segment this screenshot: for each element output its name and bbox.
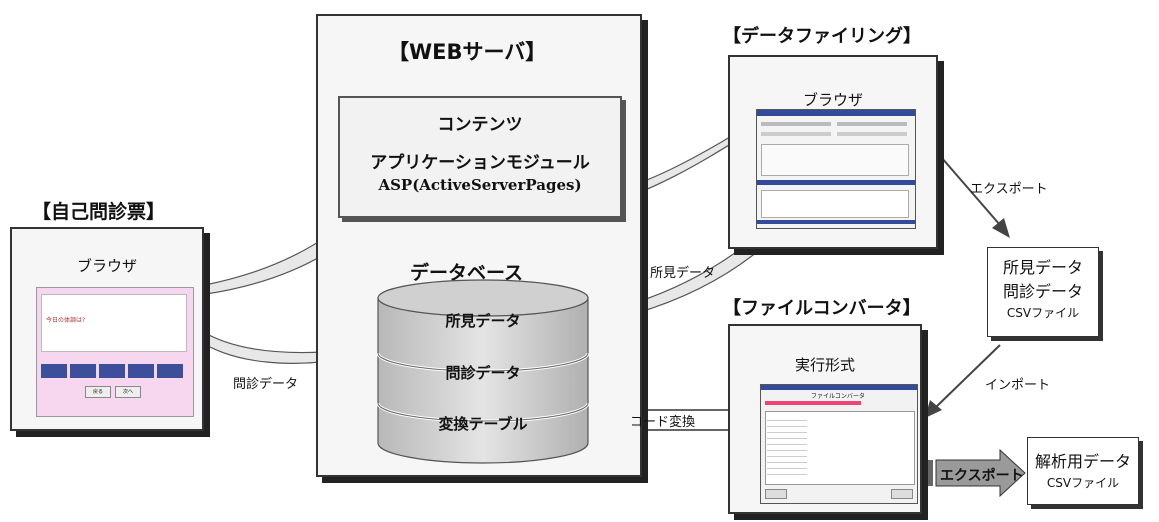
data-filing-title: 【データファイリング】 [723, 26, 921, 47]
web-server-panel: 【WEBサーバ】 コンテンツ アプリケーションモジュール ASP(ActiveS… [316, 14, 642, 477]
questionnaire-browser-label: ブラウザ [76, 257, 137, 275]
csv-doc-line3: CSVファイル [1006, 306, 1080, 320]
question-text: 今日の体調は? [46, 317, 86, 324]
analysis-doc-line1: 解析用データ [1034, 452, 1131, 471]
export-bottom-label: エクスポート [940, 468, 1024, 484]
csv-doc-line2: 問診データ [1002, 282, 1083, 301]
db-layer-interview: 問診データ [445, 364, 521, 382]
database-cylinder [376, 279, 590, 464]
app-module-label: アプリケーションモジュール [370, 153, 590, 173]
file-converter-title: 【ファイルコンバータ】 [723, 298, 921, 319]
data-filing-panel: ブラウザ [728, 55, 938, 249]
export-top-label: エクスポート [970, 182, 1048, 197]
converter-window-title: ファイルコンバータ [811, 393, 865, 400]
csv-file-document: 所見データ 問診データ CSVファイル [987, 247, 1099, 337]
database-title: データベース [410, 262, 524, 284]
analysis-doc-line2: CSVファイル [1046, 476, 1120, 490]
db-layer-findings: 所見データ [445, 312, 521, 330]
answer-button-4[interactable] [128, 364, 154, 378]
questionnaire-screen: 今日の体調は? 戻る 次へ [36, 287, 194, 417]
csv-doc-line1: 所見データ [1002, 258, 1083, 277]
filing-screenshot [756, 109, 916, 229]
interview-data-label: 問診データ [233, 377, 299, 392]
code-convert-label: コード変換 [630, 415, 696, 430]
converter-screenshot: ファイルコンバータ [760, 384, 918, 504]
contents-box: コンテンツ アプリケーションモジュール ASP(ActiveServerPage… [338, 96, 622, 218]
analysis-file-document: 解析用データ CSVファイル [1027, 437, 1139, 505]
question-box: 今日の体調は? [41, 294, 187, 352]
export-bottom-arrow [935, 448, 1026, 498]
prev-button[interactable]: 戻る [85, 386, 111, 398]
self-questionnaire-title: 【自己問診票】 [32, 201, 166, 223]
findings-data-label: 所見データ [650, 266, 716, 281]
exec-format-label: 実行形式 [794, 356, 855, 374]
answer-button-2[interactable] [70, 364, 96, 378]
filing-browser-label: ブラウザ [802, 91, 863, 109]
asp-label: ASP(ActiveServerPages) [378, 176, 582, 194]
answer-button-1[interactable] [41, 364, 67, 378]
import-label: インポート [985, 378, 1051, 393]
next-button[interactable]: 次へ [115, 386, 141, 398]
answer-button-3[interactable] [99, 364, 125, 378]
import-line [934, 344, 1001, 409]
self-questionnaire-panel: ブラウザ 今日の体調は? 戻る 次へ [10, 227, 204, 431]
file-converter-panel: 実行形式 ファイルコンバータ [728, 324, 922, 514]
answer-button-5[interactable] [157, 364, 183, 378]
export-line [934, 149, 1001, 226]
contents-title: コンテンツ [437, 115, 523, 135]
web-server-title: 【WEBサーバ】 [388, 40, 547, 64]
db-layer-conversion: 変換テーブル [438, 415, 528, 433]
